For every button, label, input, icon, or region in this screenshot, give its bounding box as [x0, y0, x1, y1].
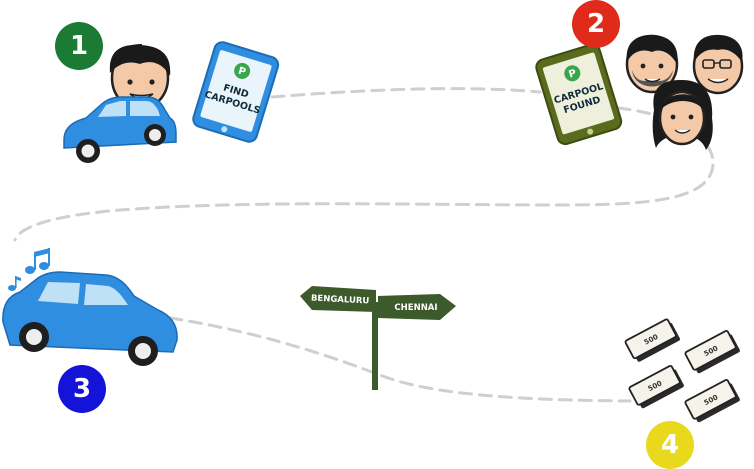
journey-path [13, 87, 715, 403]
bengaluru-sign [300, 286, 376, 312]
step3-car-icon [2, 271, 178, 366]
woman-rider-icon [652, 80, 713, 150]
carpool-logo-icon [564, 65, 581, 82]
glasses-rider-icon [692, 34, 744, 95]
step-4-badge: 4 [646, 421, 694, 469]
sign-right-label: CHENNAI [394, 303, 437, 313]
step1-car-icon [63, 96, 177, 163]
carpool-found-phone-icon: P CARPOOL FOUND [535, 43, 623, 146]
svg-text:P: P [567, 68, 577, 81]
signpost-icon: BENGALURU CHENNAI [300, 286, 456, 390]
carpool-logo-icon [234, 62, 251, 79]
money-stack-icon: 500 500 500 500 [624, 318, 740, 423]
bearded-rider-icon [625, 34, 679, 94]
music-notes-icon [8, 248, 50, 291]
chennai-sign [378, 294, 456, 320]
step-3-badge: 3 [58, 365, 106, 413]
sign-left-label: BENGALURU [311, 293, 370, 306]
find-carpools-phone-icon: P FIND CARPOOLS [192, 41, 280, 143]
step-2-badge: 2 [572, 0, 620, 48]
step-1-badge: 1 [55, 22, 103, 70]
svg-text:P: P [237, 66, 247, 79]
driver-person-icon [109, 44, 171, 111]
